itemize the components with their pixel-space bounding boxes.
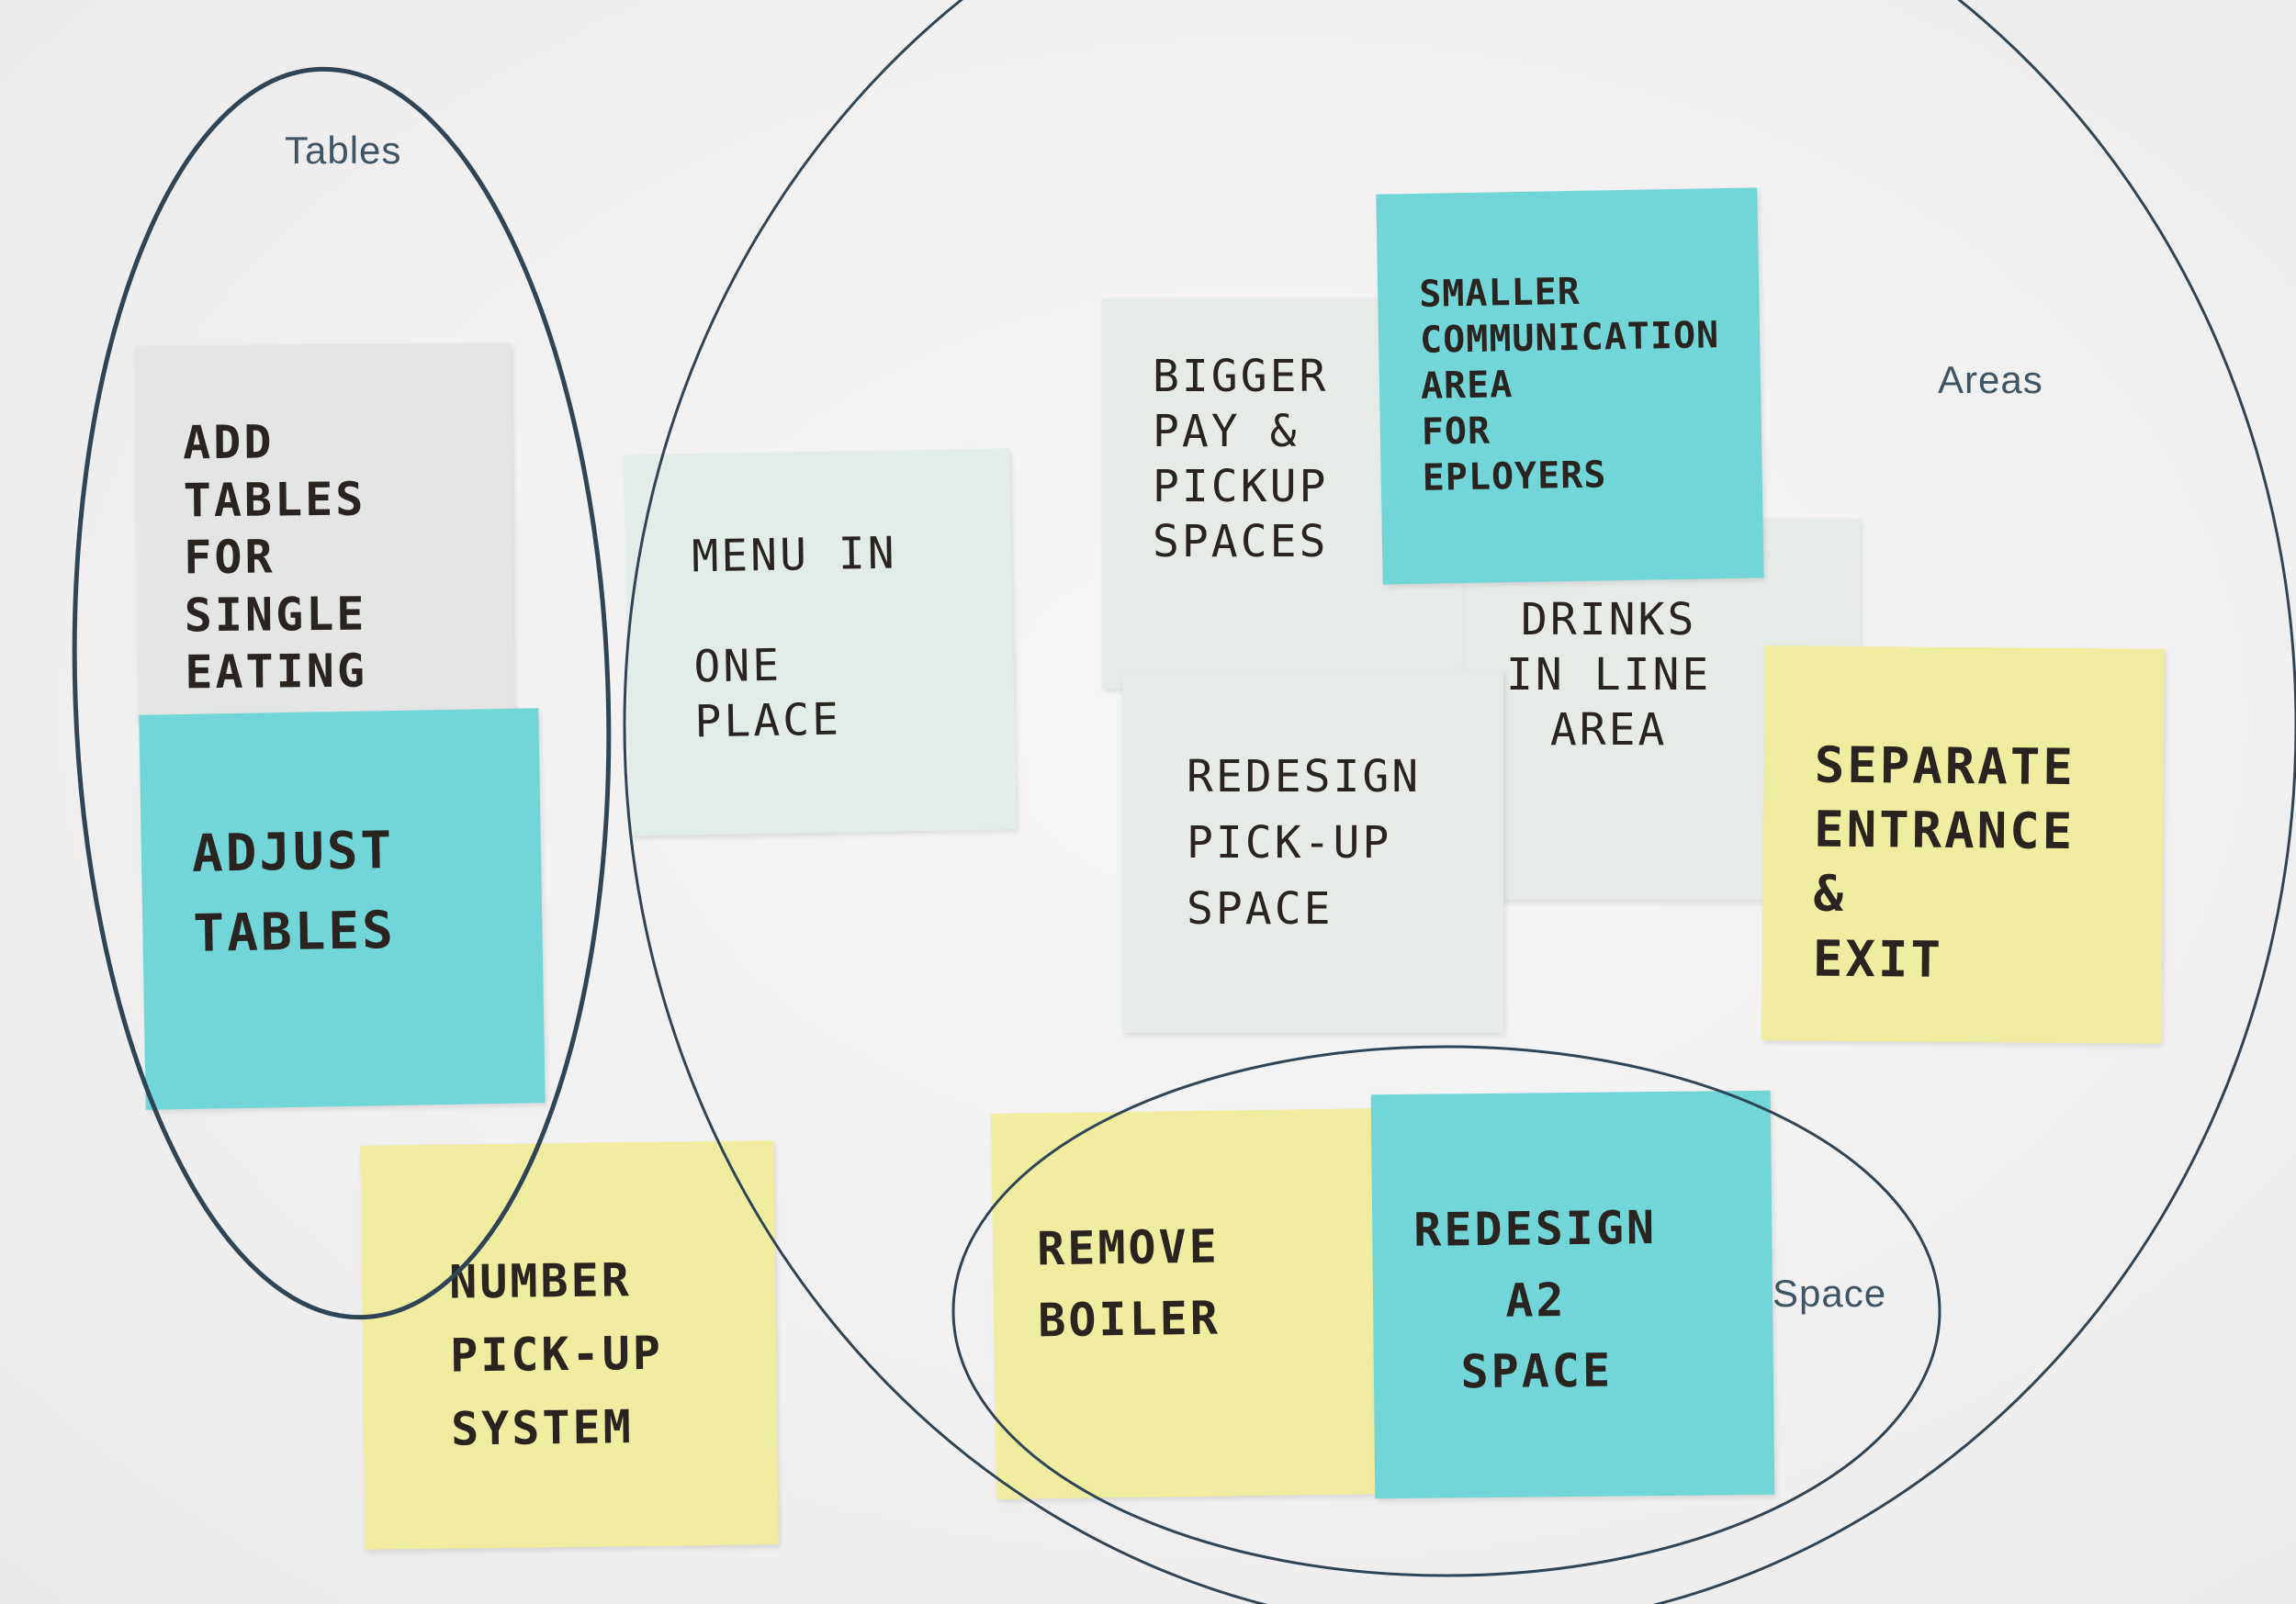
note-drinks-text: DRINKS IN LINE AREA	[1506, 594, 1712, 756]
note-redesign-pickup: REDESIGN PICK-UP SPACE	[1122, 670, 1503, 1033]
note-bigger-pay-text: BIGGER PAY & PICKUP SPACES	[1153, 351, 1329, 567]
note-redesign-pickup-text: REDESIGN PICK-UP SPACE	[1187, 751, 1422, 935]
label-areas: Areas	[1938, 358, 2043, 401]
label-tables: Tables	[285, 129, 402, 172]
loop-areas	[623, 0, 2296, 1604]
loop-space	[951, 1045, 1941, 1577]
label-space: Space	[1773, 1272, 1887, 1315]
loop-tables	[72, 66, 612, 1320]
